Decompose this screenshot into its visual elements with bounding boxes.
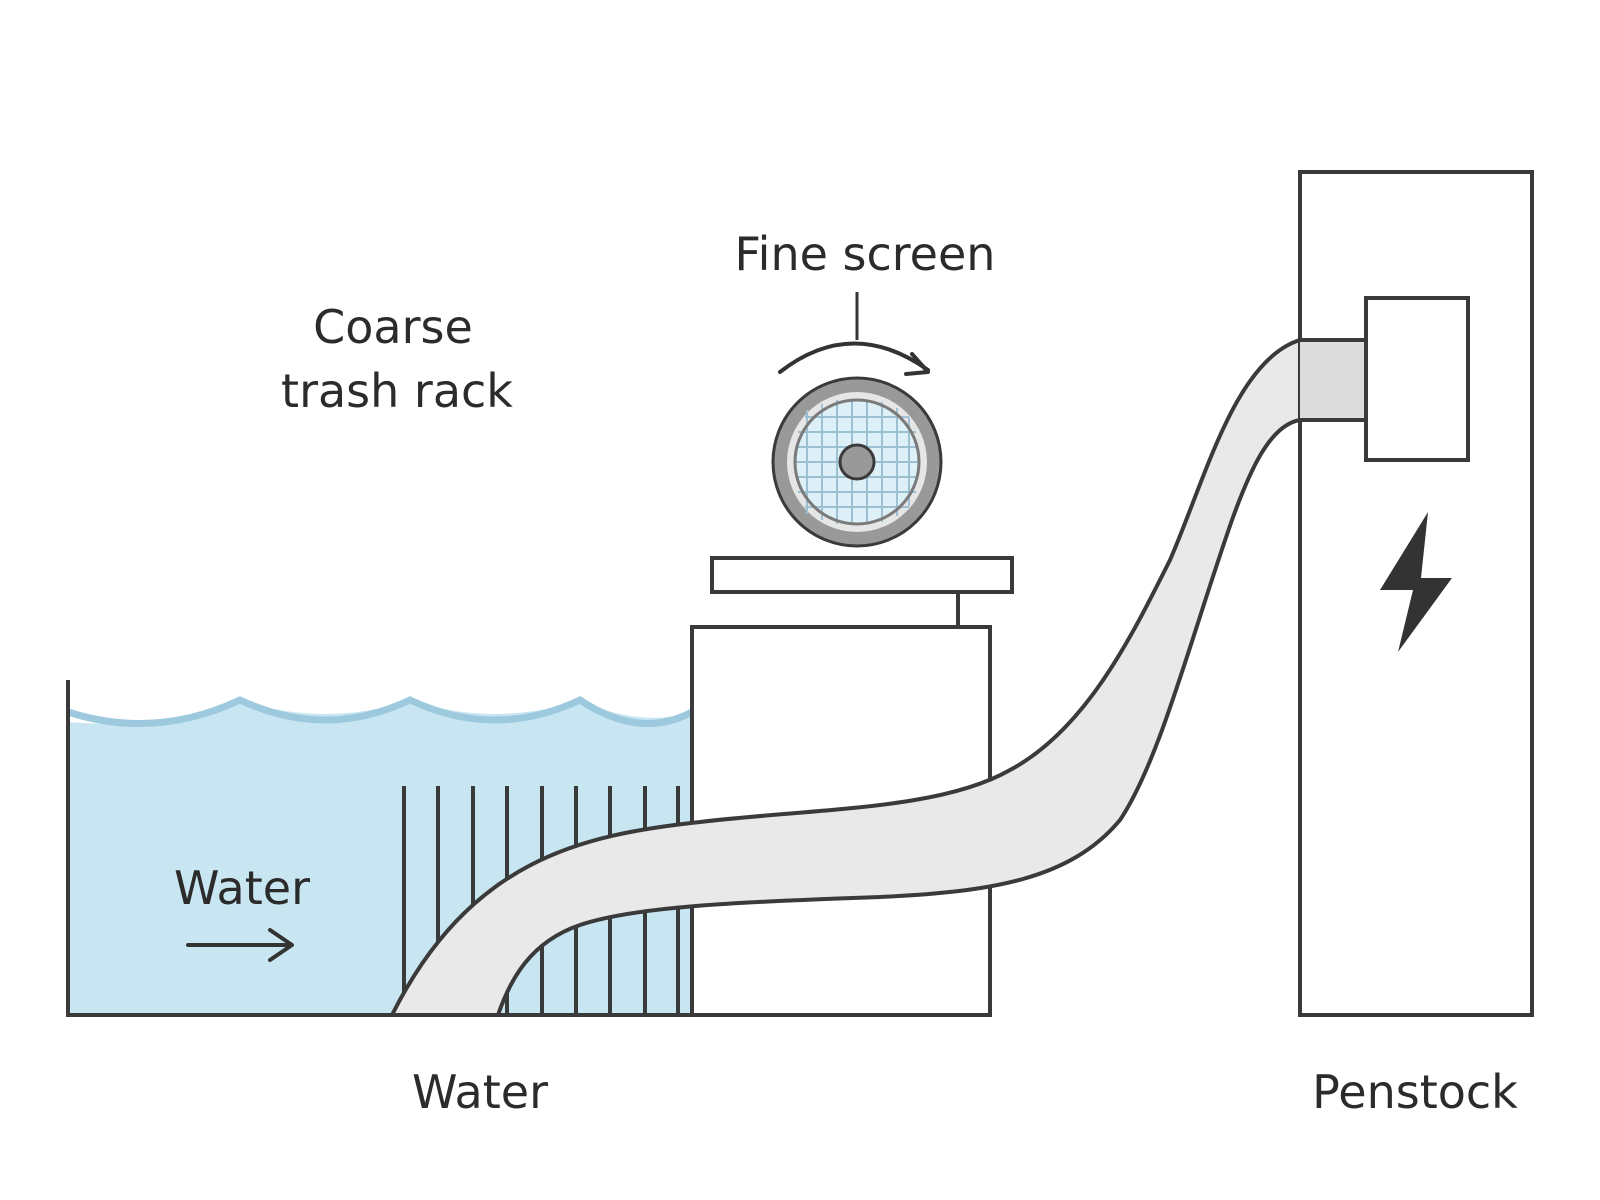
label-penstock: Penstock <box>1312 1065 1518 1119</box>
pipe-connector <box>1300 340 1366 420</box>
label-water-flow: Water <box>174 861 310 915</box>
lightning-bolt-icon <box>1380 512 1452 652</box>
label-fine-screen: Fine screen <box>735 227 996 281</box>
label-coarse-trash-rack-line2: trash rack <box>281 364 513 418</box>
rotation-arrow-icon <box>778 341 930 376</box>
tank-walls <box>66 680 990 1017</box>
label-coarse-trash-rack-line1: Coarse <box>313 300 473 354</box>
penstock-building <box>1298 170 1534 1017</box>
screen-platform <box>710 556 1014 594</box>
penstock-pipe <box>390 338 1302 1017</box>
label-water: Water <box>412 1065 548 1119</box>
fine-screen-drum <box>771 376 943 548</box>
penstock-gate-box <box>1364 296 1470 462</box>
flow-arrow-icon <box>186 928 294 962</box>
water-surface-wave <box>66 695 694 728</box>
